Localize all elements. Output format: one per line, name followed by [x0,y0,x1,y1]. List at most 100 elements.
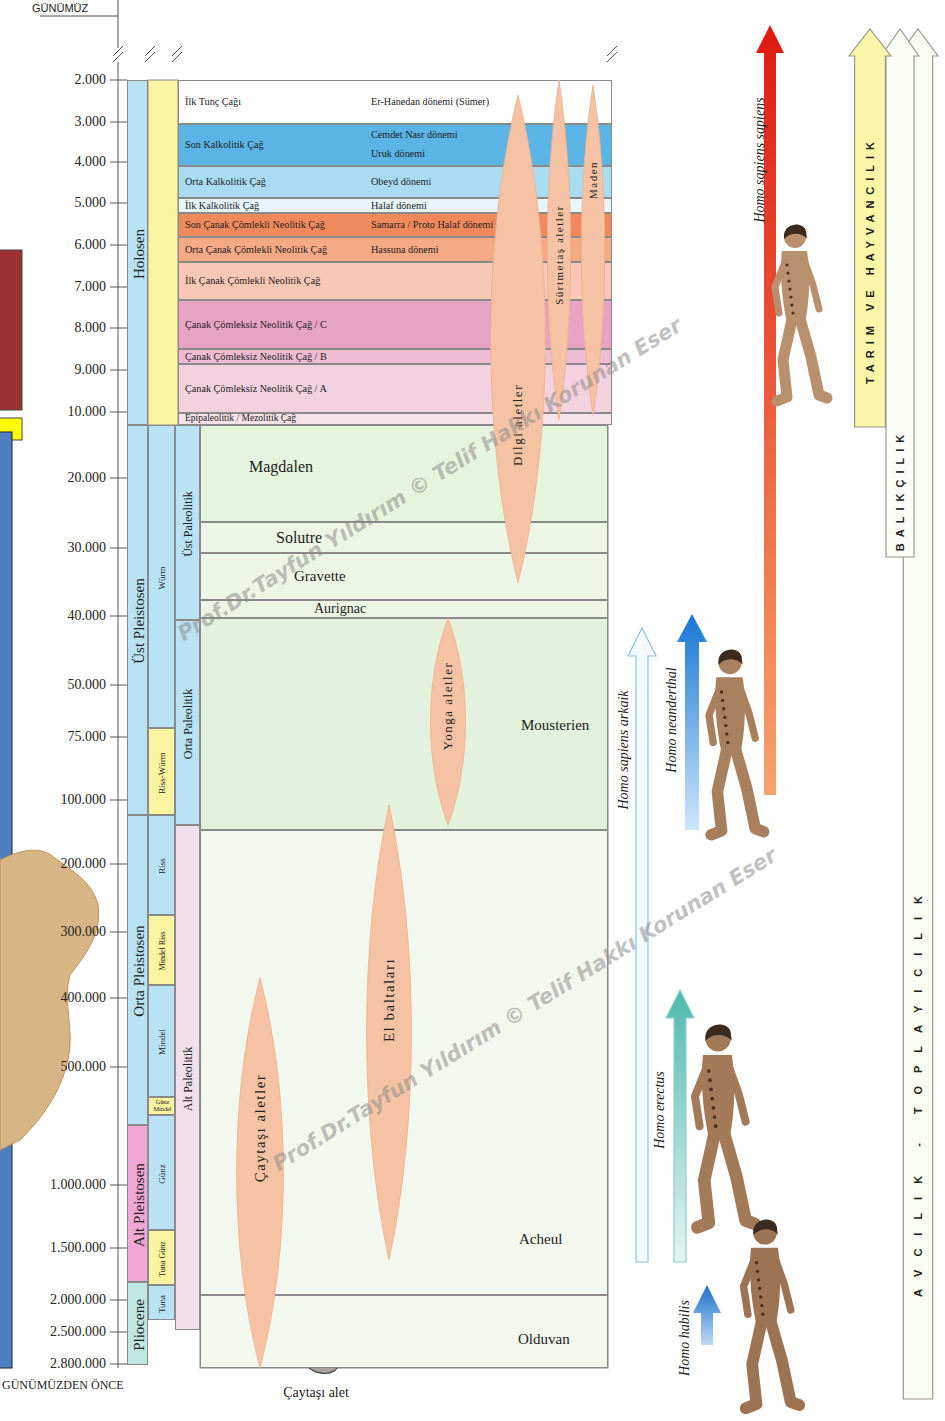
period-band-text: Epipaleolitik / Mezolitik Çağ [185,414,296,424]
axis-tick [110,412,127,413]
axis-tick [110,370,127,371]
period-band: Çanak Çömleksiz Neolitik Çağ / C [178,300,612,349]
period-band: İlk Tunç Çağı Er-Hanedan dönemi (Sümer) [178,80,612,124]
period-band-text: Son Kalkolitik Çağ [185,139,264,150]
paleolithic-band-text: Üst Paleolitik [182,491,195,557]
time-axis [118,0,119,48]
axis-tick [110,800,127,801]
stage-band-text: Tuna Günz [158,1234,167,1284]
axis-tick [110,80,127,81]
axis-tick-label: 2.000.000 [50,1292,106,1307]
period-band-text: Samarra / Proto Halaf dönemi [371,219,493,230]
stage-band-text: Riss-Würm [158,752,168,794]
axis-tick-label: 10.000 [68,404,107,419]
axis-tick-label: 75.000 [68,729,107,744]
axis-tick-label: 300.000 [61,924,107,939]
axis-break [607,46,617,62]
culture-band: Aurignac [200,600,608,618]
axis-tick-label: 20.000 [68,470,107,485]
stage-band: Tuna Günz [148,1230,175,1285]
axis-caption: GÜNÜMÜZ [32,2,88,14]
paleolithic-band-text: Alt Paleolitik [182,1046,195,1110]
culture-band: Mousterien [200,618,608,830]
axis-tick [110,548,127,549]
hominin-figure [775,225,827,401]
axis-tick [110,932,127,933]
paleolithic-band: Üst Paleolitik [175,425,200,620]
stage-band: Mindel Riss [148,915,175,985]
period-band: Orta Kalkolitik ÇağObeyd dönemi [178,166,612,198]
axis-tick-label: 40.000 [68,608,107,623]
period-band: Son Çanak Çömlekli Neolitik ÇağSamarra /… [178,213,612,237]
activity-arrow-text: TARIM VE HAYVANCILIK [864,136,876,384]
axis-tick [110,685,127,686]
period-band-text: İlk Tunç Çağı [185,96,241,107]
period-band: İlk Kalkolitik ÇağHalaf dönemi [178,198,612,213]
hominin-arrow [666,990,694,1262]
axis-tick [110,1185,127,1186]
hominin-arrow [693,1285,721,1345]
tool-lens: Yonga aletler [430,618,466,825]
axis-tick-label: 8.000 [75,320,107,335]
tool-lens-text: Yonga aletler [441,662,455,751]
axis-caption: GÜNÜMÜZDEN ÖNCE [2,1379,124,1392]
axis-tick-label: 50.000 [68,677,107,692]
epoch-band: Holosen [127,80,148,425]
epoch-band: Üst Pleistosen [127,425,148,815]
paleolithic-band: Alt Paleolitik [175,825,200,1330]
time-axis [118,62,119,1368]
axis-tick-label: 100.000 [61,792,107,807]
stage-band: Günz Mindel [148,1097,175,1115]
axis-tick [110,122,127,123]
period-band-text: Çanak Çömleksiz Neolitik Çağ / C [185,319,327,330]
axis-tick [110,1067,127,1068]
period-band-text: İlk Çanak Çömlekli Neolitik Çağ [185,275,320,286]
tool-lens: Dilgi aletler [490,95,546,583]
stage-band: Riss-Würm [148,728,175,815]
axis-tick-label: 2.000 [75,72,107,87]
axis-tick-label: 1.000.000 [50,1177,106,1192]
period-band-text: Çanak Çömleksiz Neolitik Çağ / A [185,383,327,394]
axis-tick-label: 7.000 [75,279,107,294]
axis-tick-label: 1.500.000 [50,1240,106,1255]
hominin-figure [695,1025,755,1228]
stage-band: Mindel [148,985,175,1097]
paleolithic-band-text: Orta Paleolitik [182,688,195,758]
axis-tick [110,1300,127,1301]
paleolithic-band: Orta Paleolitik [175,620,200,825]
activity-arrow: TARIM VE HAYVANCILIK [848,28,892,428]
period-band-text: Halaf dönemi [371,200,427,211]
tool-lens-text: Sürtmetaş aletler [553,205,565,305]
epoch-band: Alt Pleistosen [127,1125,148,1282]
hominin-label: Homo sapiens arkaik [616,691,631,810]
tool-lens-text: Maden [587,161,599,199]
axis-tick-label: 500.000 [61,1059,107,1074]
period-band-text: Er-Hanedan dönemi (Sümer) [371,96,489,107]
period-band-text: Cemdet Nasr dönemi [371,129,458,140]
axis-tick [110,1248,127,1249]
period-band: İlk Çanak Çömlekli Neolitik Çağ [178,262,612,300]
stage-band-text: Mindel [158,1029,168,1055]
stage-band-text: Tuna [158,1294,168,1312]
culture-band-text: Mousterien [521,717,589,734]
axis-tick-label: 2.500.000 [50,1324,106,1339]
side-panel [0,250,22,410]
axis-tick [110,998,127,999]
hominin-label: Homo sapiens sapiens [752,97,767,222]
period-band: Son Kalkolitik Çağ Cemdet Nasr dönemiUruk… [178,124,612,166]
axis-tick [110,737,127,738]
period-band-text: Uruk dönemi [371,148,425,159]
axis-tick [110,864,127,865]
epoch-band: Orta Pleistosen [127,815,148,1125]
period-band-text: Obeyd dönemi [371,176,431,187]
activity-arrow-text: BALIKÇILIK [894,429,906,551]
period-band: Çanak Çömleksiz Neolitik Çağ / B [178,349,612,364]
axis-tick [110,287,127,288]
tool-caption: Çaytaşı alet [283,1385,349,1400]
stage-band: Günz [148,1115,175,1230]
axis-tick-label: 9.000 [75,362,107,377]
axis-tick [110,478,127,479]
stage-band: Würm [148,425,175,728]
tool-lens: Çaytaşı aletler [236,978,284,1368]
hominin-figure [709,650,764,835]
